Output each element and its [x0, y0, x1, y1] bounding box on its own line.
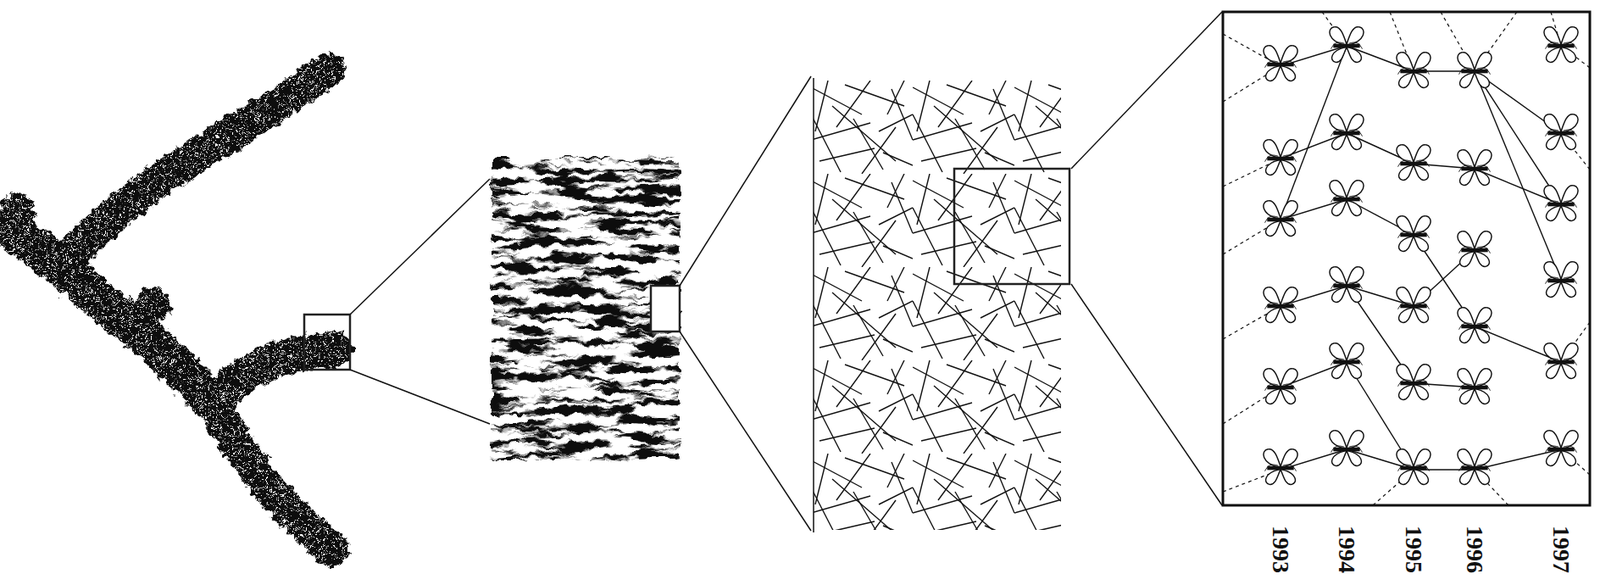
- year-label: 1995: [1401, 525, 1426, 573]
- zoom-lines: [350, 178, 490, 424]
- line-network: [813, 80, 1062, 530]
- zoom-box: [650, 285, 680, 332]
- zoom-lines: [1071, 11, 1223, 506]
- year-label: 1993: [1268, 525, 1293, 573]
- speckle-patch: [491, 156, 680, 461]
- zoom-box: [954, 168, 1070, 284]
- year-label: 1996: [1462, 525, 1487, 573]
- range-map: [1, 69, 335, 550]
- butterfly-panel: [1222, 11, 1590, 506]
- butterfly-icons: [1263, 27, 1578, 485]
- panel-edge: [812, 77, 815, 533]
- zoom-lines: [679, 76, 812, 531]
- dispersal-links: [1280, 45, 1562, 470]
- year-label: 1994: [1334, 525, 1359, 573]
- boundary-links: [1222, 11, 1590, 506]
- year-label: 1997: [1549, 525, 1573, 573]
- zoom-box: [304, 314, 350, 370]
